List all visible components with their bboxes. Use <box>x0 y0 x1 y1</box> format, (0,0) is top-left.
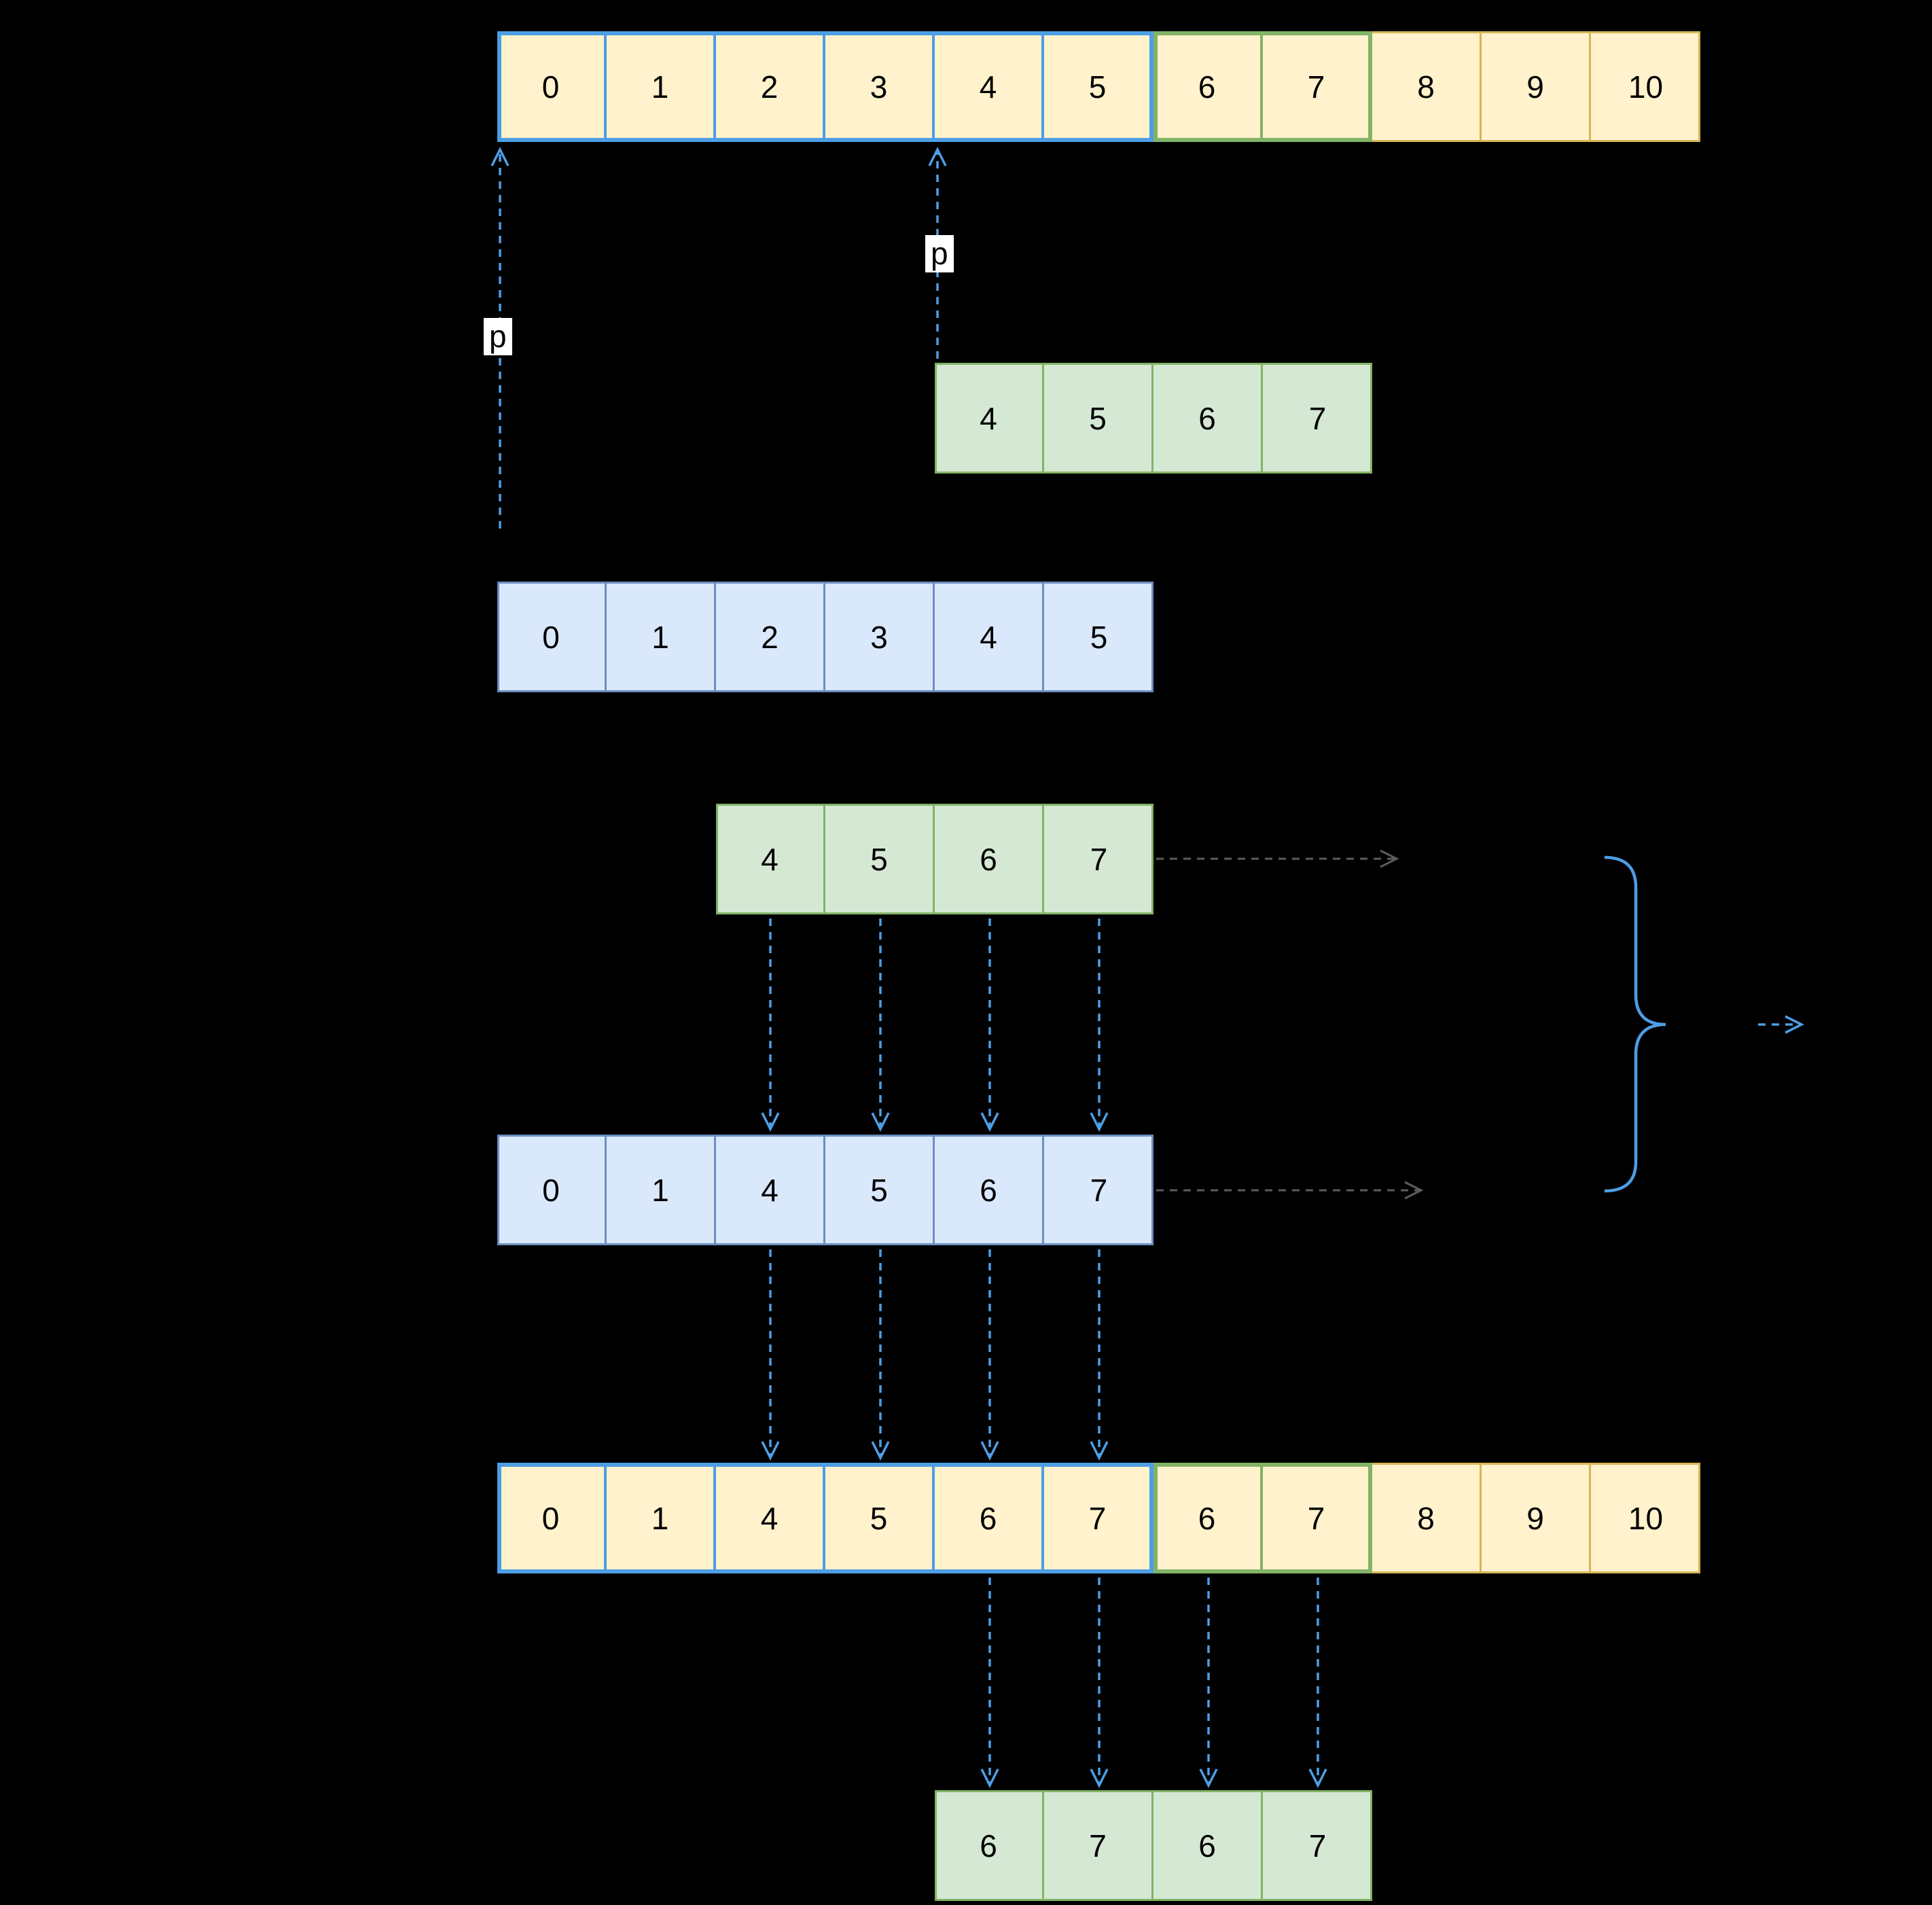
array-cell: 5 <box>825 804 935 914</box>
array-cell: 1 <box>607 31 716 142</box>
array-cell: 6 <box>1153 1463 1263 1573</box>
array-cell: 5 <box>1044 31 1153 142</box>
array-cell: 6 <box>1153 31 1263 142</box>
array-cell: 7 <box>1263 31 1372 142</box>
array-cell: 5 <box>825 1135 935 1245</box>
array-cell: 1 <box>607 1463 716 1573</box>
array-cell: 6 <box>935 1790 1044 1901</box>
array-cell: 7 <box>1044 1790 1153 1901</box>
array-cell: 5 <box>1044 582 1153 692</box>
array-cell: 2 <box>716 31 825 142</box>
array-cell: 6 <box>935 804 1044 914</box>
array-cell: 5 <box>825 1463 935 1573</box>
array-cell: 7 <box>1044 1135 1153 1245</box>
array-cell: 4 <box>716 1135 825 1245</box>
array-cell: 6 <box>1153 1790 1263 1901</box>
array-cell: 6 <box>1153 363 1263 474</box>
array-cell: 0 <box>497 1135 607 1245</box>
pointer-label-p-right: p <box>925 235 954 272</box>
array-cell: 8 <box>1372 31 1482 142</box>
array-cell: 8 <box>1372 1463 1482 1573</box>
grouping-brace <box>1604 855 1666 1193</box>
array-cell: 3 <box>825 582 935 692</box>
array-cell: 7 <box>1263 363 1372 474</box>
array-cell: 1 <box>607 1135 716 1245</box>
array-cell: 7 <box>1263 1463 1372 1573</box>
array-cell: 9 <box>1482 31 1591 142</box>
array-cell: 6 <box>935 1463 1044 1573</box>
array-cell: 4 <box>935 582 1044 692</box>
array-cell: 2 <box>716 582 825 692</box>
array-cell: 0 <box>497 582 607 692</box>
pointer-label-p-left: p <box>484 318 512 355</box>
array-cell: 3 <box>825 31 935 142</box>
array-cell: 0 <box>497 1463 607 1573</box>
array-cell: 0 <box>497 31 607 142</box>
array-cell: 7 <box>1044 1463 1153 1573</box>
array-cell: 10 <box>1591 1463 1700 1573</box>
array-cell: 4 <box>935 31 1044 142</box>
array-cell: 6 <box>935 1135 1044 1245</box>
array-cell: 1 <box>607 582 716 692</box>
array-cell: 9 <box>1482 1463 1591 1573</box>
array-cell: 4 <box>716 1463 825 1573</box>
array-cell: 4 <box>935 363 1044 474</box>
array-cell: 5 <box>1044 363 1153 474</box>
array-cell: 7 <box>1263 1790 1372 1901</box>
array-cell: 7 <box>1044 804 1153 914</box>
array-cell: 10 <box>1591 31 1700 142</box>
array-cell: 4 <box>716 804 825 914</box>
